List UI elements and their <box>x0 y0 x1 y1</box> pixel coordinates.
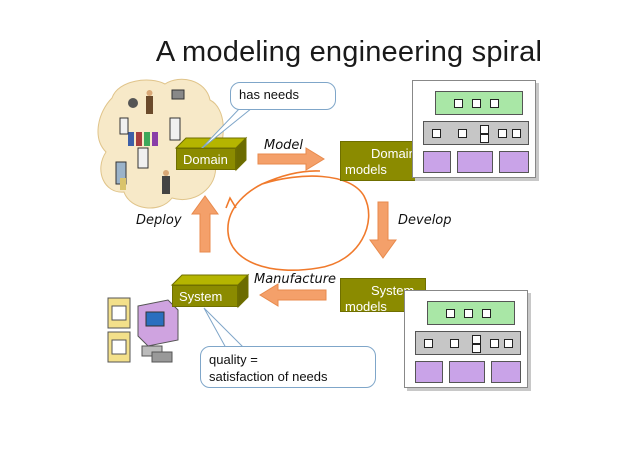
domain-model-panel <box>412 80 536 178</box>
quality-tail <box>203 307 246 349</box>
model-arrow <box>257 147 325 171</box>
domain-label: Domain <box>183 152 228 167</box>
has-needs-text: has needs <box>239 87 299 102</box>
class-diagram-cell <box>427 301 515 325</box>
deploy-label: Deploy <box>136 213 182 228</box>
manufacture-label: Manufacture <box>254 272 337 287</box>
system-models-line1: System <box>371 283 415 298</box>
domain-box: Domain <box>176 148 236 170</box>
quality-line1: quality = <box>209 352 258 367</box>
class-diagram-cell <box>435 91 523 115</box>
model-label: Model <box>264 138 304 153</box>
component-diagram-cell <box>415 331 521 355</box>
stakeholders-cloud <box>97 78 224 209</box>
system-box: System <box>172 285 238 307</box>
manufacture-arrow <box>259 283 327 307</box>
people-icons <box>115 89 185 194</box>
quality-line2: satisfaction of needs <box>209 369 328 384</box>
state-cell <box>457 151 493 173</box>
domain-models-line2: models <box>345 162 387 177</box>
actor-cell <box>423 151 451 173</box>
system-model-panel <box>404 290 528 388</box>
state-cell <box>449 361 485 383</box>
system-box-side <box>237 273 249 309</box>
has-needs-callout: has needs <box>230 82 336 110</box>
system-box-top <box>170 274 250 286</box>
quality-callout: quality = satisfaction of needs <box>200 346 376 388</box>
actor-cell <box>415 361 443 383</box>
spiral-arrowhead <box>225 196 237 209</box>
domain-models-line1: Domain <box>371 146 416 161</box>
node-cell <box>491 361 521 383</box>
spiral-loop <box>227 170 370 271</box>
domain-box-side <box>235 136 247 172</box>
domain-models-box: Domain models <box>340 141 426 181</box>
component-diagram-cell <box>423 121 529 145</box>
develop-label: Develop <box>398 213 452 228</box>
computer-hardware-icon <box>107 297 179 363</box>
node-cell <box>499 151 529 173</box>
system-models-line2: models <box>345 299 387 314</box>
diagram-title: A modeling engineering spiral <box>155 36 543 68</box>
deploy-arrow <box>191 195 219 253</box>
develop-arrow <box>369 201 397 259</box>
system-label: System <box>179 289 223 304</box>
